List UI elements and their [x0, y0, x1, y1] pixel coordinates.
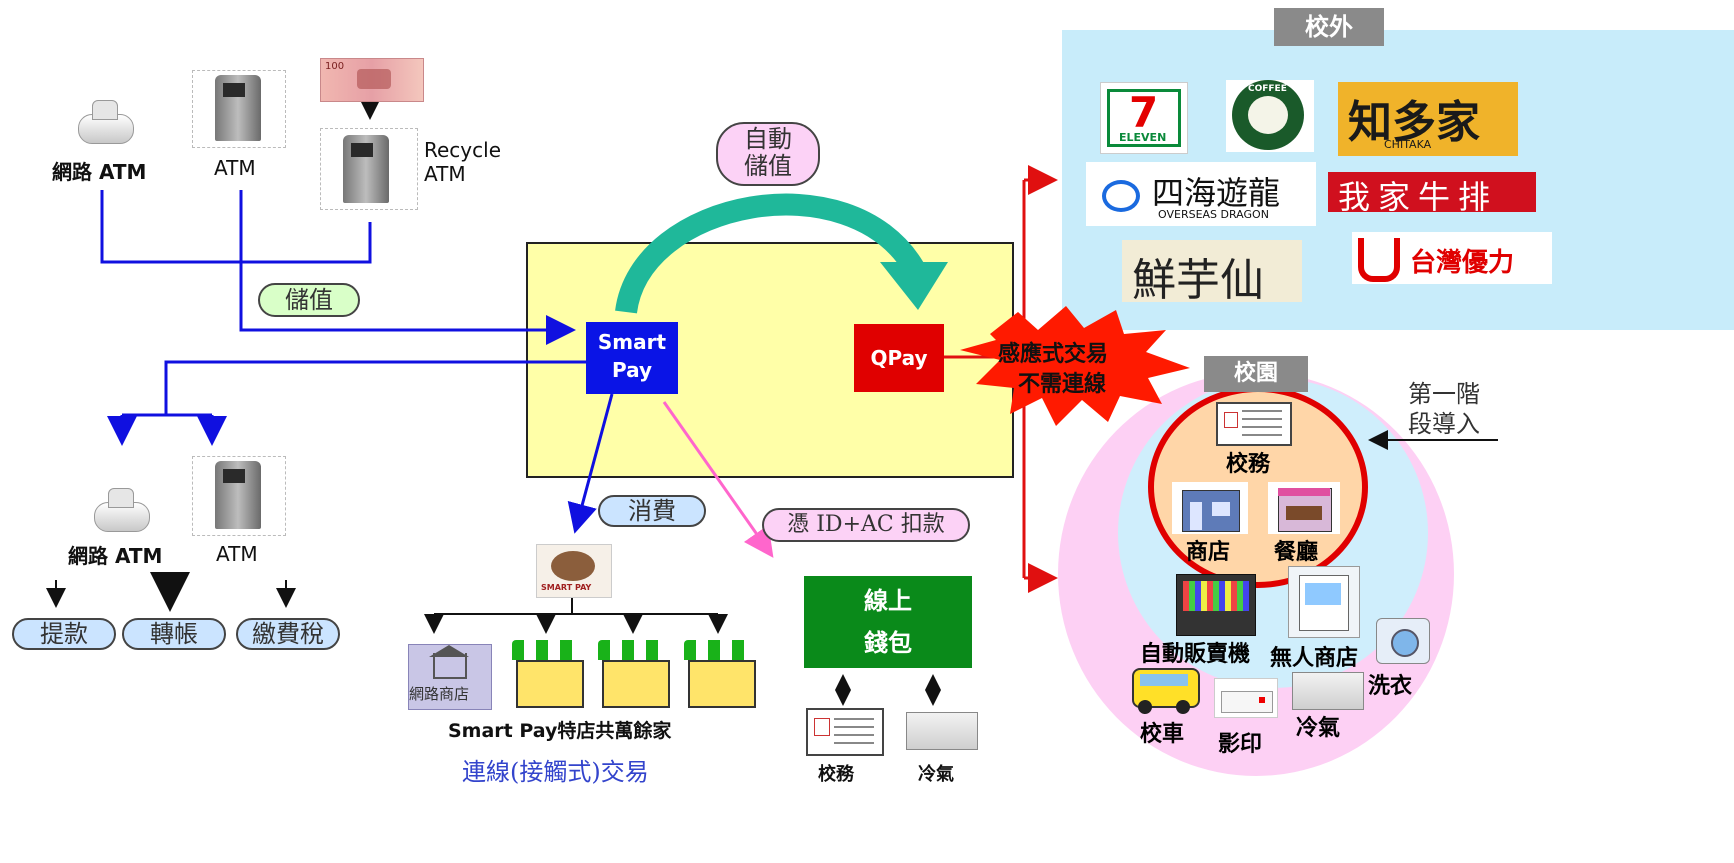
restaurant-label: 餐廳 — [1274, 540, 1319, 565]
contactless-label-2: 不需連線 — [1018, 372, 1107, 397]
recycle-atm-label-2: ATM — [424, 162, 466, 186]
chitaka-cn: 知多家 — [1348, 97, 1480, 148]
contactless-label-1: 感應式交易 — [998, 342, 1109, 367]
withdraw-pill: 提款 — [12, 618, 116, 650]
air-con-icon — [906, 712, 978, 750]
bus-label: 校車 — [1140, 722, 1185, 747]
laundry-label: 洗衣 — [1368, 674, 1413, 699]
coffee-text: COFFEE — [1248, 84, 1287, 94]
vending-label: 自動販賣機 — [1140, 642, 1251, 667]
taro-text: 鮮芋仙 — [1132, 255, 1264, 306]
pocari-logo: 台灣優力 — [1352, 232, 1552, 284]
smart-pay-line2: Pay — [611, 358, 653, 382]
banknote-value: 100 — [325, 61, 345, 72]
pocari-text: 台灣優力 — [1410, 248, 1515, 278]
card-reader-icon — [72, 96, 136, 146]
store-icon-3 — [684, 640, 756, 708]
online-store-label: 網路商店 — [409, 685, 470, 703]
phase1-label-1: 第一階 — [1408, 380, 1480, 408]
steak-logo: 我家牛排 — [1328, 172, 1536, 216]
recycle-atm-icon — [320, 128, 418, 210]
campus-title: 校園 — [1204, 356, 1308, 392]
online-wallet-box[interactable]: 線上 錢包 — [804, 576, 972, 668]
school-bus-icon — [1126, 662, 1202, 714]
campus-school-affairs-icon — [1216, 402, 1292, 446]
smart-pay-logo-text: SMART PAY — [541, 583, 592, 592]
transfer-pill: 轉帳 — [122, 618, 226, 650]
auto-deposit-line2: 儲值 — [744, 152, 792, 180]
net-atm-label-bottom: 網路 ATM — [68, 544, 163, 568]
id-ac-debit-pill: 憑 ID+AC 扣款 — [762, 508, 970, 542]
store-icon-1 — [512, 640, 584, 708]
atm-icon — [192, 70, 286, 148]
print-label: 影印 — [1218, 732, 1263, 757]
laundry-icon — [1376, 618, 1430, 664]
connected-trade-caption: 連線(接觸式)交易 — [462, 758, 649, 786]
taro-logo: 鮮芋仙 — [1122, 240, 1302, 306]
campus-school-affairs-label: 校務 — [1226, 452, 1271, 477]
unmanned-store-icon — [1288, 566, 1360, 638]
card-reader-icon-bottom — [88, 484, 152, 534]
store-icon-2 — [598, 640, 670, 708]
auto-deposit-pill: 自動 儲值 — [716, 122, 820, 186]
online-store-icon: 網路商店 — [408, 644, 492, 710]
campus-air-con-label: 冷氣 — [1296, 716, 1341, 741]
contactless-starburst — [960, 306, 1190, 426]
seven-eleven-logo: 7 ELEVEN — [1100, 82, 1188, 154]
smartpay-stores-caption: Smart Pay特店共萬餘家 — [448, 720, 672, 742]
restaurant-icon — [1268, 482, 1340, 534]
auto-deposit-line1: 自動 — [744, 125, 792, 153]
chitaka-logo: 知多家 CHITAKA — [1338, 82, 1518, 156]
school-affairs-doc-icon — [806, 708, 884, 756]
atm-label-top: ATM — [214, 156, 256, 180]
steak-text: 我家牛排 — [1338, 178, 1499, 216]
consume-pill: 消費 — [598, 495, 706, 527]
recycle-atm-label-1: Recycle — [424, 138, 501, 162]
overseas-dragon-logo: 四海遊龍 OVERSEAS DRAGON — [1086, 162, 1316, 226]
campus-air-con-icon — [1292, 672, 1364, 710]
wallet-air-con-label: 冷氣 — [918, 764, 954, 785]
smart-pay-box[interactable]: Smart Pay — [586, 322, 678, 394]
coffee-logo: COFFEE — [1226, 80, 1314, 152]
wallet-school-affairs-label: 校務 — [818, 764, 854, 785]
vending-machine-icon — [1176, 574, 1256, 636]
chitaka-en: CHITAKA — [1384, 138, 1432, 151]
seven-eleven-text: ELEVEN — [1119, 131, 1167, 144]
net-atm-label-top: 網路 ATM — [52, 160, 147, 184]
banknote-icon: 100 — [320, 58, 424, 102]
phase1-label-2: 段導入 — [1408, 410, 1480, 438]
qpay-box[interactable]: QPay — [854, 324, 944, 392]
pay-tax-pill: 繳費稅 — [236, 618, 340, 650]
wallet-line2: 錢包 — [864, 629, 912, 657]
printer-icon — [1214, 678, 1278, 718]
smart-pay-line1: Smart — [597, 330, 667, 354]
overseas-en: OVERSEAS DRAGON — [1158, 208, 1269, 221]
shop-label: 商店 — [1186, 540, 1231, 565]
overseas-cn: 四海遊龍 — [1152, 174, 1281, 212]
deposit-pill: 儲值 — [258, 283, 360, 317]
off-campus-title: 校外 — [1274, 8, 1384, 46]
atm-label-bottom: ATM — [216, 542, 258, 566]
smart-pay-logo: SMART PAY — [536, 544, 612, 598]
atm-icon-bottom — [192, 456, 286, 536]
wallet-line1: 線上 — [864, 587, 912, 615]
shop-icon — [1172, 482, 1248, 534]
unmanned-label: 無人商店 — [1270, 646, 1359, 671]
